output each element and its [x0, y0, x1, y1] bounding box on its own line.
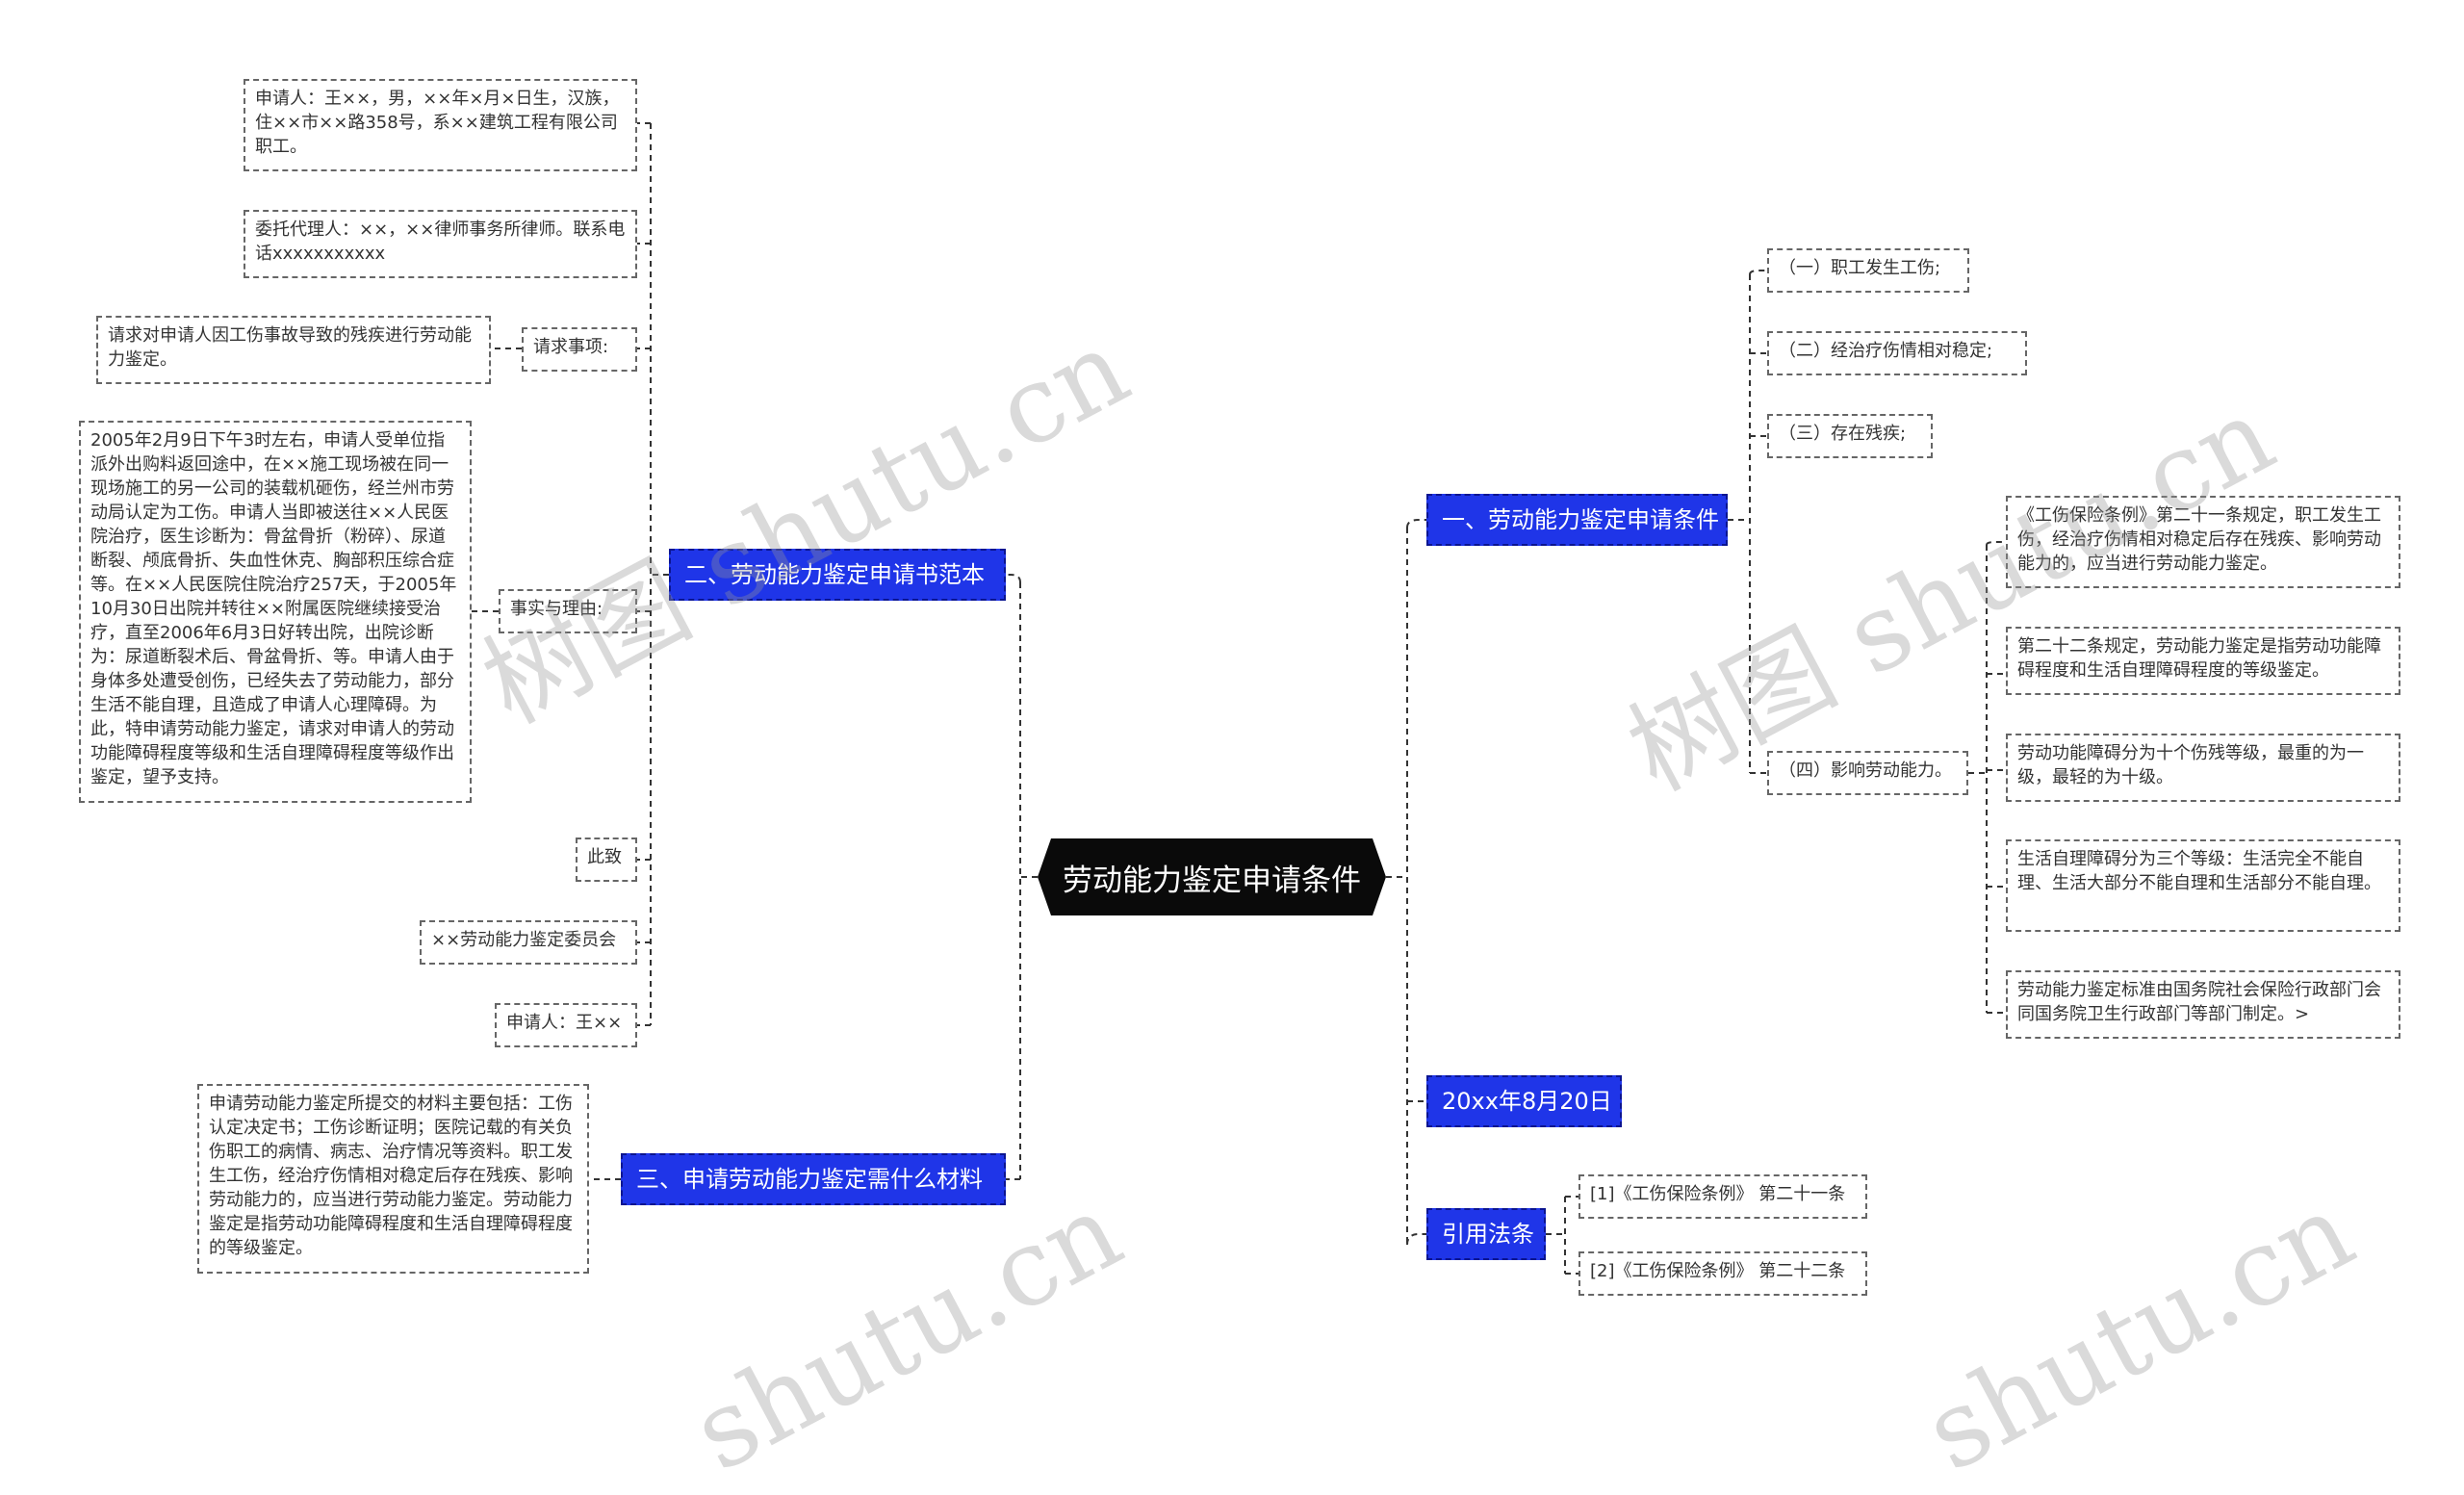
law-item-1[interactable]: [1]《工伤保险条例》 第二十一条 [1578, 1174, 1867, 1219]
template-request-label[interactable]: 请求事项: [522, 327, 637, 372]
detail-regulation-21[interactable]: 《工伤保险条例》第二十一条规定，职工发生工伤，经治疗伤情相对稳定后存在残疾、影响… [2006, 496, 2400, 588]
root-topic[interactable]: 劳动能力鉴定申请条件 [1038, 838, 1386, 915]
template-closing[interactable]: 此致 [576, 838, 637, 882]
root-shape [1038, 838, 1386, 915]
root-label: 劳动能力鉴定申请条件 [1063, 863, 1361, 898]
template-request-text[interactable]: 请求对申请人因工伤事故导致的残疾进行劳动能力鉴定。 [96, 316, 491, 384]
condition-item-4[interactable]: （四）影响劳动能力。 [1767, 751, 1968, 795]
branch-materials[interactable]: 三、申请劳动能力鉴定需什么材料 [621, 1153, 1006, 1205]
detail-disability-levels[interactable]: 劳动功能障碍分为十个伤残等级，最重的为一级，最轻的为十级。 [2006, 734, 2400, 802]
template-agent[interactable]: 委托代理人：××，××律师事务所律师。联系电话xxxxxxxxxxx [244, 210, 637, 278]
branch-conditions[interactable]: 一、劳动能力鉴定申请条件 [1426, 494, 1728, 546]
law-item-2[interactable]: [2]《工伤保险条例》 第二十二条 [1578, 1251, 1867, 1296]
template-committee[interactable]: ××劳动能力鉴定委员会 [420, 920, 637, 965]
template-signature[interactable]: 申请人：王×× [495, 1003, 637, 1047]
branch-date[interactable]: 20xx年8月20日 [1426, 1075, 1622, 1127]
template-facts-label[interactable]: 事实与理由: [499, 589, 637, 633]
condition-item-3[interactable]: （三）存在残疾; [1767, 414, 1933, 458]
materials-text[interactable]: 申请劳动能力鉴定所提交的材料主要包括：工伤认定决定书；工伤诊断证明；医院记载的有… [197, 1084, 589, 1274]
condition-item-1[interactable]: （一）职工发生工伤; [1767, 248, 1969, 293]
detail-standard[interactable]: 劳动能力鉴定标准由国务院社会保险行政部门会同国务院卫生行政部门等部门制定。> [2006, 970, 2400, 1039]
branch-template[interactable]: 二、劳动能力鉴定申请书范本 [669, 549, 1006, 601]
detail-regulation-22[interactable]: 第二十二条规定，劳动能力鉴定是指劳动功能障碍程度和生活自理障碍程度的等级鉴定。 [2006, 627, 2400, 695]
template-facts-text[interactable]: 2005年2月9日下午3时左右，申请人受单位指派外出购料返回途中，在××施工现场… [79, 421, 472, 803]
connector-lines [472, 122, 2006, 1275]
branch-laws[interactable]: 引用法条 [1426, 1208, 1546, 1260]
template-applicant[interactable]: 申请人：王××，男，××年×月×日生，汉族，住××市××路358号，系××建筑工… [244, 79, 637, 171]
detail-self-care-levels[interactable]: 生活自理障碍分为三个等级：生活完全不能自理、生活大部分不能自理和生活部分不能自理… [2006, 839, 2400, 932]
condition-item-2[interactable]: （二）经治疗伤情相对稳定; [1767, 331, 2027, 375]
